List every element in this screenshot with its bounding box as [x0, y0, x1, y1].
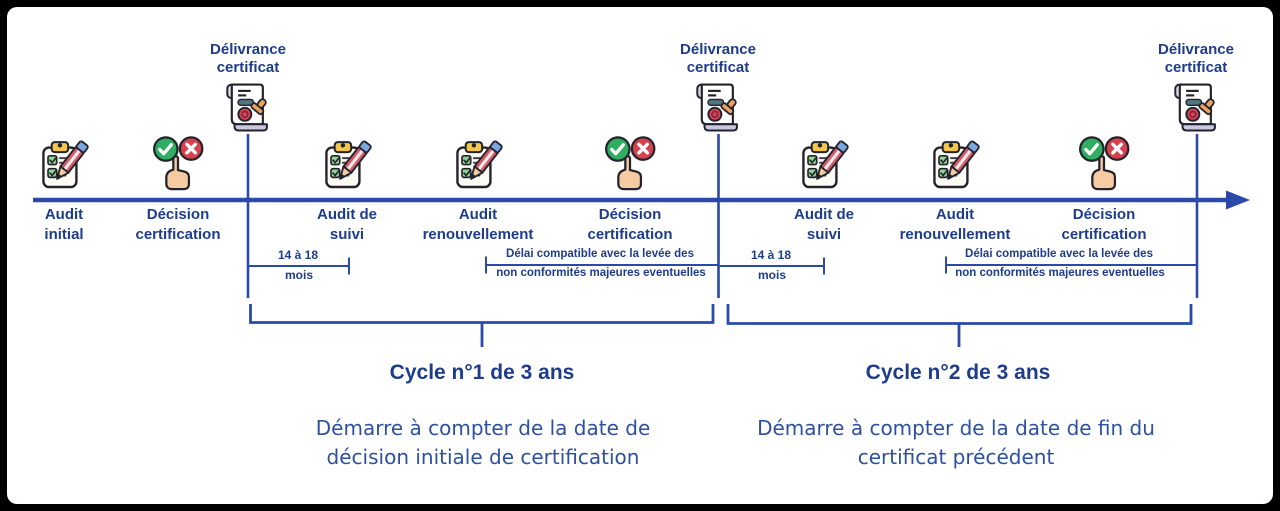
certificate-label: Délivrance certificat: [210, 41, 286, 76]
interval-label-bottom: mois: [284, 268, 314, 282]
certificate-icon: [221, 80, 275, 136]
milestone-label: Décision certification: [587, 206, 673, 243]
decision-hand-icon: [598, 136, 662, 193]
cycle-1-description: Démarre à compter de la date de décision…: [315, 416, 651, 469]
interval-label-bottom: non conformités majeures eventuelles: [496, 267, 706, 279]
milestone-label: Audit renouvellement: [422, 206, 534, 243]
audit-clipboard-icon: [320, 136, 375, 193]
milestone-label: Audit de suivi: [317, 206, 377, 243]
diagram-background: [7, 7, 1273, 504]
milestone-audit-suivi: Audit de suivi: [734, 136, 914, 245]
interval-label-bottom: mois: [757, 268, 787, 282]
interval-label-top: 14 à 18: [277, 248, 319, 262]
certificate-label: Délivrance certificat: [1158, 41, 1234, 76]
certificate-icon: [1169, 80, 1223, 136]
interval-label-top: 14 à 18: [750, 248, 792, 262]
cycle-2-title: Cycle n°2 de 3 ans: [865, 361, 1051, 384]
certificate-event: Délivrance certificat: [633, 41, 803, 136]
cycle-brackets: [249, 304, 1193, 347]
certificate-dividers: [246, 134, 1199, 298]
milestone-label: Décision certification: [135, 206, 221, 243]
milestone-decision-certification: Décision certification: [1014, 136, 1194, 245]
interval-label-bottom: non conformités majeures eventuelles: [955, 267, 1165, 279]
decision-hand-icon: [146, 136, 210, 193]
milestone-label: Audit renouvellement: [899, 206, 1011, 243]
milestone-audit-initial: Audit initial: [0, 136, 154, 245]
certificate-icon: [691, 80, 745, 136]
milestone-decision-certification: Décision certification: [88, 136, 268, 245]
audit-clipboard-icon: [797, 136, 852, 193]
milestone-audit-suivi: Audit de suivi: [257, 136, 437, 245]
audit-clipboard-icon: [37, 136, 92, 193]
interval-rules: [248, 256, 1197, 275]
certificate-event: Délivrance certificat: [1111, 41, 1280, 136]
certificate-event: Délivrance certificat: [163, 41, 333, 136]
timeline-axis: [33, 190, 1250, 210]
milestone-audit-renouvellement: Audit renouvellement: [388, 136, 568, 245]
milestone-audit-renouvellement: Audit renouvellement: [865, 136, 1045, 245]
interval-label-top: Délai compatible avec la levée des: [506, 248, 694, 260]
milestone-label: Audit initial: [44, 206, 84, 243]
cycle-1-title: Cycle n°1 de 3 ans: [389, 361, 575, 384]
interval-label-top: Délai compatible avec la levée des: [965, 248, 1153, 260]
certificate-label: Délivrance certificat: [680, 41, 756, 76]
timeline-arrowhead: [1226, 190, 1250, 210]
milestone-label: Audit de suivi: [794, 206, 854, 243]
milestone-label: Décision certification: [1061, 206, 1147, 243]
audit-clipboard-icon: [928, 136, 983, 193]
cycle-2-description: Démarre à compter de la date de fin du c…: [757, 416, 1155, 469]
milestone-decision-certification: Décision certification: [540, 136, 720, 245]
decision-hand-icon: [1072, 136, 1136, 193]
audit-clipboard-icon: [451, 136, 506, 193]
